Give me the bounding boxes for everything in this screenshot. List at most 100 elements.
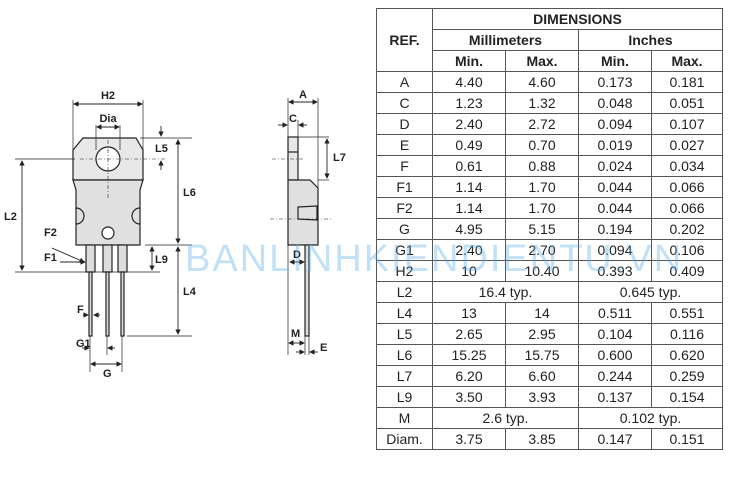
inches-header: Inches [578,29,723,51]
value-cell: 6.60 [505,365,579,387]
label-l4: L4 [183,286,197,298]
label-dia: Dia [99,113,117,125]
value-cell: 0.600 [578,344,652,366]
value-cell: 0.137 [578,386,652,408]
value-cell: 10 [432,260,506,282]
ref-cell: M [376,407,433,429]
ref-cell: L9 [376,386,433,408]
label-d: D [293,249,301,261]
value-cell: 1.14 [432,197,506,219]
value-cell: 0.173 [578,71,652,93]
value-cell: 0.151 [651,428,723,450]
side-view-labels: A C L7 D M E [289,89,346,354]
value-cell: 0.019 [578,134,652,156]
value-cell: 0.70 [505,134,579,156]
value-cell: 0.066 [651,176,723,198]
label-a: A [299,89,307,101]
label-e: E [320,342,327,354]
value-cell: 0.620 [651,344,723,366]
ref-cell: F [376,155,433,177]
value-cell: 0.024 [578,155,652,177]
value-cell: 1.70 [505,197,579,219]
ref-cell: G1 [376,239,433,261]
dimensions-header: DIMENSIONS [432,8,723,30]
pins [85,244,128,337]
value-cell: 0.034 [651,155,723,177]
value-cell: 0.066 [651,197,723,219]
value-cell: 2.72 [505,113,579,135]
value-cell: 0.244 [578,365,652,387]
ref-cell: E [376,134,433,156]
value-cell: 15.75 [505,344,579,366]
value-cell: 10.40 [505,260,579,282]
label-l7: L7 [333,152,346,164]
value-cell: 0.116 [651,323,723,345]
value-cell: 0.511 [578,302,652,324]
value-cell: 0.409 [651,260,723,282]
value-cell: 0.154 [651,386,723,408]
ref-cell: F2 [376,197,433,219]
ref-cell: H2 [376,260,433,282]
label-c: C [289,113,297,125]
ref-cell: L5 [376,323,433,345]
value-cell: 0.49 [432,134,506,156]
value-cell: 6.20 [432,365,506,387]
value-cell: 0.102 typ. [578,407,723,429]
value-cell: 0.202 [651,218,723,240]
value-cell: 13 [432,302,506,324]
ref-cell: L7 [376,365,433,387]
ref-cell: A [376,71,433,93]
ref-cell: L4 [376,302,433,324]
label-f1: F1 [44,252,57,264]
value-cell: 0.194 [578,218,652,240]
label-f2: F2 [44,227,57,239]
value-cell: 4.95 [432,218,506,240]
ref-cell: L6 [376,344,433,366]
value-cell: 2.6 typ. [432,407,579,429]
value-cell: 0.044 [578,176,652,198]
label-l2: L2 [4,211,17,223]
value-cell: 1.23 [432,92,506,114]
value-cell: 3.75 [432,428,506,450]
value-cell: 0.094 [578,239,652,261]
in-max-header: Max. [651,50,723,72]
value-cell: 0.044 [578,197,652,219]
value-cell: 5.15 [505,218,579,240]
ref-cell: C [376,92,433,114]
ref-cell: F1 [376,176,433,198]
value-cell: 1.14 [432,176,506,198]
label-l6: L6 [183,187,196,199]
value-cell: 0.027 [651,134,723,156]
value-cell: 0.551 [651,302,723,324]
value-cell: 0.259 [651,365,723,387]
ref-cell: D [376,113,433,135]
body-outline [72,179,144,246]
value-cell: 0.107 [651,113,723,135]
value-cell: 1.32 [505,92,579,114]
value-cell: 14 [505,302,579,324]
value-cell: 0.147 [578,428,652,450]
value-cell: 0.051 [651,92,723,114]
value-cell: 15.25 [432,344,506,366]
mm-max-header: Max. [505,50,579,72]
package-drawing: H2 Dia L5 L6 L2 F2 F1 L9 L4 F G1 G [4,89,346,380]
value-cell: 4.60 [505,71,579,93]
ref-cell: G [376,218,433,240]
value-cell: 3.85 [505,428,579,450]
label-f: F [77,304,84,316]
value-cell: 2.70 [505,239,579,261]
label-m: M [291,328,300,340]
in-min-header: Min. [578,50,652,72]
ref-header: REF. [376,8,433,72]
